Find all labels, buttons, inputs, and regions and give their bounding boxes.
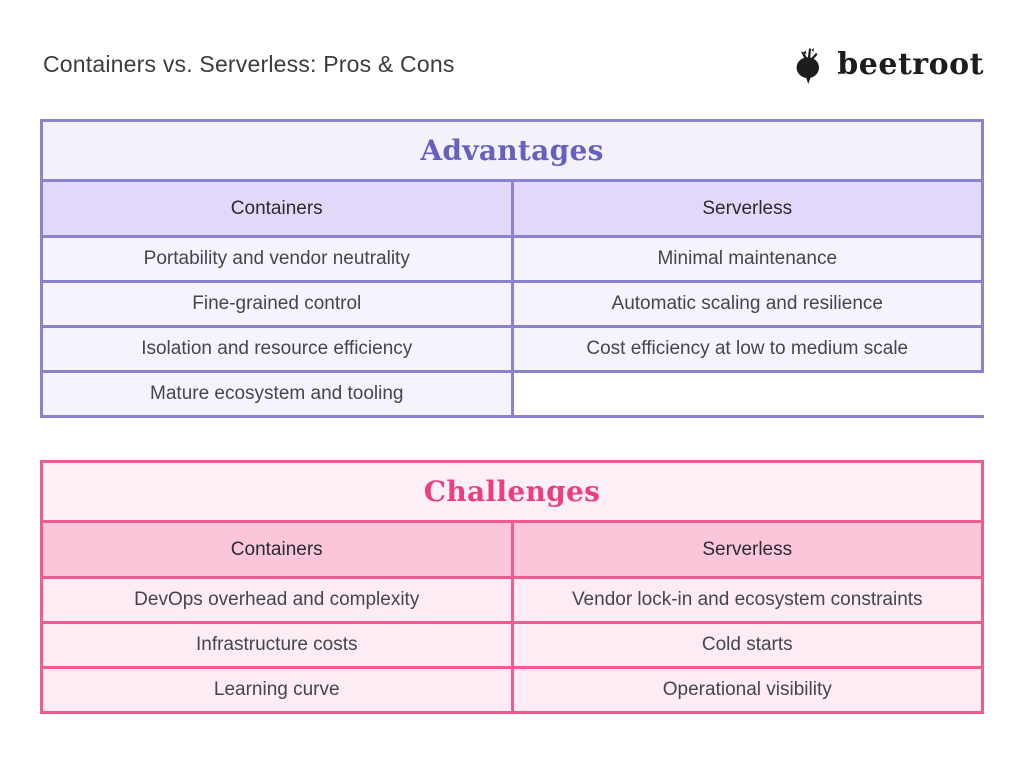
table-cell: Isolation and resource efficiency xyxy=(43,328,511,370)
table-cell: DevOps overhead and complexity xyxy=(43,579,511,621)
advantages-table: Advantages Containers Serverless Portabi… xyxy=(40,119,984,418)
challenges-column-header-containers: Containers xyxy=(43,523,511,576)
table-cell: Automatic scaling and resilience xyxy=(513,283,981,325)
advantages-column-header-serverless: Serverless xyxy=(513,182,981,235)
beetroot-icon xyxy=(796,48,820,84)
challenges-table-title: Challenges xyxy=(43,463,981,520)
page-title: Containers vs. Serverless: Pros & Cons xyxy=(43,50,455,77)
table-cell: Mature ecosystem and tooling xyxy=(43,373,511,415)
empty-cell xyxy=(513,373,984,415)
brand-name: beetroot xyxy=(837,46,984,82)
table-cell: Vendor lock-in and ecosystem constraints xyxy=(513,579,981,621)
challenges-table: Challenges Containers Serverless DevOps … xyxy=(40,460,984,714)
table-cell: Cold starts xyxy=(513,624,981,666)
table-cell: Fine-grained control xyxy=(43,283,511,325)
table-cell: Learning curve xyxy=(43,669,511,711)
table-cell: Operational visibility xyxy=(513,669,981,711)
top-bar: Containers vs. Serverless: Pros & Cons b… xyxy=(0,0,1024,88)
table-cell: Infrastructure costs xyxy=(43,624,511,666)
table-cell: Cost efficiency at low to medium scale xyxy=(513,328,981,370)
tables-container: Advantages Containers Serverless Portabi… xyxy=(40,119,984,714)
challenges-column-header-serverless: Serverless xyxy=(513,523,981,576)
advantages-table-title: Advantages xyxy=(43,122,981,179)
brand-logo: beetroot xyxy=(789,42,984,86)
advantages-column-header-containers: Containers xyxy=(43,182,511,235)
table-cell: Portability and vendor neutrality xyxy=(43,238,511,280)
table-cell: Minimal maintenance xyxy=(513,238,981,280)
